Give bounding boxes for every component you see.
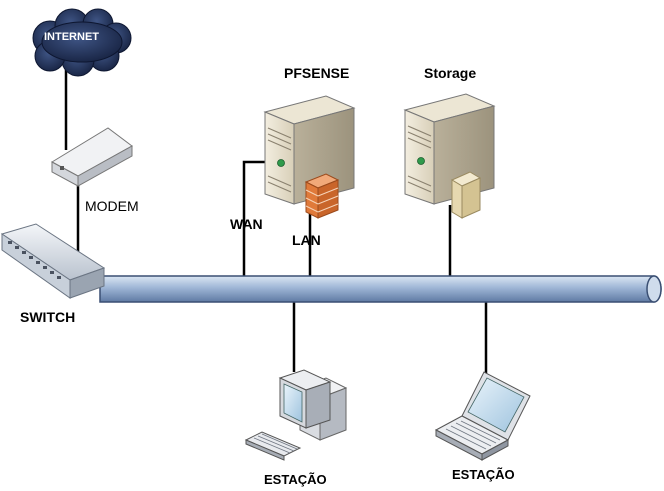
laptop-icon [434, 371, 531, 461]
network-bus [99, 275, 662, 303]
internet-label: INTERNET [44, 31, 99, 43]
pfsense-label: PFSENSE [284, 65, 350, 81]
switch-label: SWITCH [20, 309, 76, 325]
storage-label: Storage [424, 65, 477, 81]
storage-server-icon [403, 93, 496, 205]
cloud-icon [32, 8, 132, 77]
desktop-computer-icon [244, 369, 348, 461]
desktop-workstation-label: ESTAÇÃO [264, 472, 327, 487]
laptop-workstation-label: ESTAÇÃO [452, 467, 515, 482]
storage-disk-icon [450, 171, 482, 219]
wan-label: WAN [230, 216, 263, 232]
connection-lines [64, 68, 488, 380]
modem-label: MODEM [85, 198, 139, 214]
modem-icon [50, 127, 133, 187]
firewall-icon [304, 173, 340, 219]
lan-label: LAN [292, 232, 321, 248]
switch-icon [0, 223, 106, 299]
wan-link [242, 160, 265, 276]
